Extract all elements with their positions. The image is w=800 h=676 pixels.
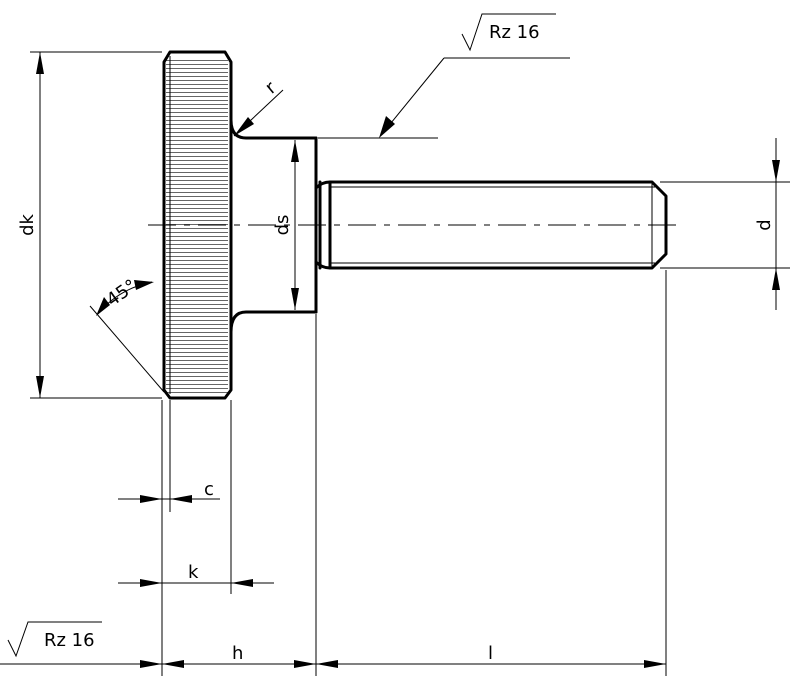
label-k: k bbox=[188, 562, 199, 583]
dimension-ds: ds bbox=[272, 140, 299, 310]
label-d: d bbox=[754, 219, 775, 230]
dimension-chamfer-angle: 45° bbox=[89, 275, 165, 393]
surface-finish-top: Rz 16 bbox=[318, 13, 570, 139]
dimension-h: h bbox=[162, 314, 317, 676]
dimension-r: r bbox=[233, 77, 284, 137]
dimension-l: l bbox=[316, 270, 667, 676]
dimension-dk: dk bbox=[17, 51, 162, 399]
label-dk: dk bbox=[17, 214, 38, 236]
label-c: c bbox=[204, 479, 214, 500]
surface-finish-top-label: Rz 16 bbox=[489, 22, 540, 43]
dimension-c: c bbox=[118, 400, 220, 676]
label-l: l bbox=[488, 643, 493, 664]
dimension-k: k bbox=[118, 400, 274, 594]
dimension-d: d bbox=[660, 138, 790, 310]
label-r: r bbox=[261, 77, 281, 98]
label-ds: ds bbox=[272, 215, 293, 236]
surface-finish-bottom: Rz 16 bbox=[0, 621, 162, 668]
label-h: h bbox=[232, 643, 243, 664]
surface-finish-bottom-label: Rz 16 bbox=[44, 630, 95, 651]
